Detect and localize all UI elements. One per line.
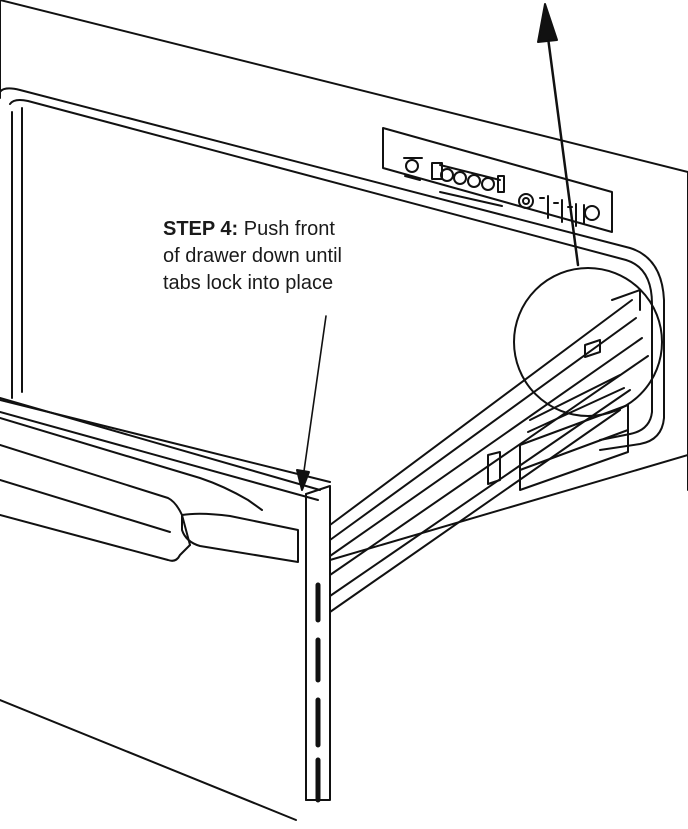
instruction-line-1-rest: Push front xyxy=(238,218,335,240)
instruction-line-2: of drawer down until xyxy=(163,245,342,267)
step-label: STEP 4: xyxy=(163,218,239,240)
drawer-slides xyxy=(329,289,649,613)
instruction-line-1: STEP 4: Push front xyxy=(163,216,463,243)
drawer-cavity-inner xyxy=(9,99,653,441)
drawer-top-edges xyxy=(0,397,321,501)
drawer-handle xyxy=(0,417,299,563)
appliance-lower-edge xyxy=(329,454,688,561)
cavity-left-edge xyxy=(11,107,23,399)
control-panel-plate xyxy=(382,127,613,233)
drawer-cavity-outer xyxy=(0,87,665,451)
drawer-front-panel xyxy=(0,485,331,821)
appliance-panel xyxy=(0,0,688,491)
up-arrow xyxy=(537,3,580,267)
detail-highlight-circle xyxy=(513,267,663,417)
instruction-line-3: tabs lock into place xyxy=(163,272,334,294)
leader-arrow xyxy=(296,315,327,491)
step-instruction: STEP 4: Push front of drawer down until … xyxy=(163,216,463,297)
